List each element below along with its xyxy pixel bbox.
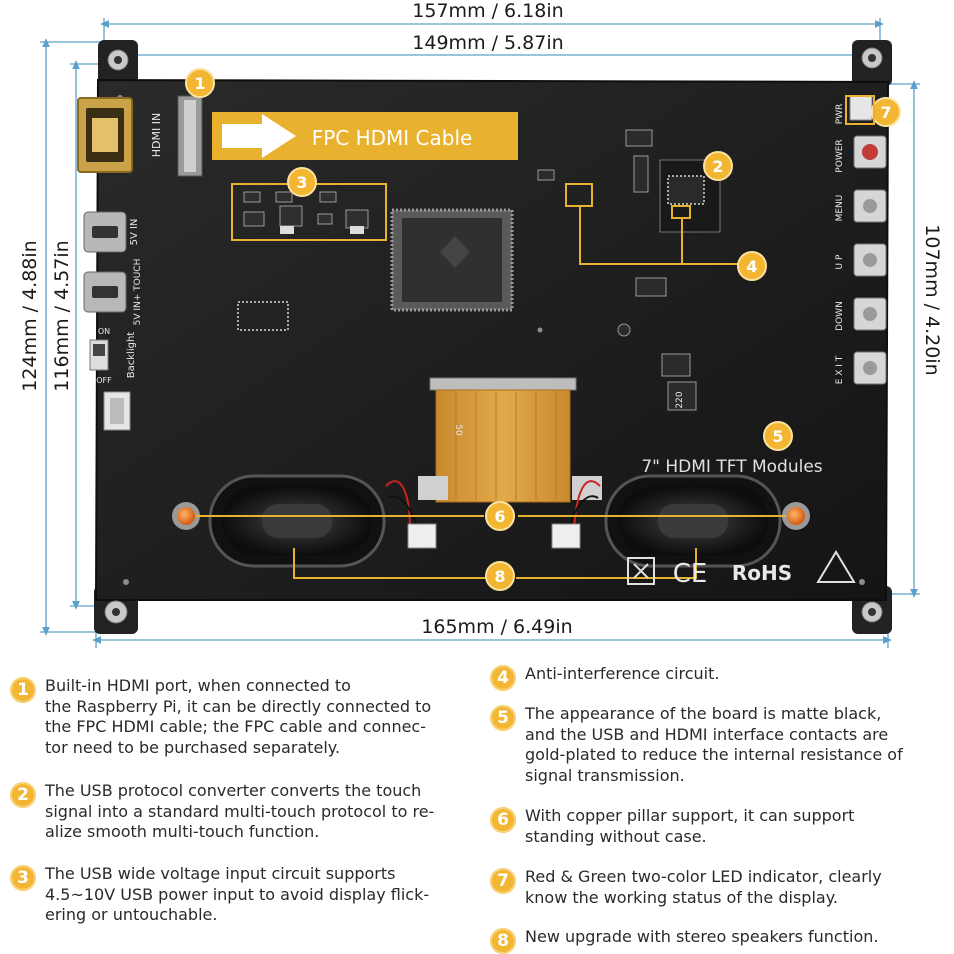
silk-up: U P	[835, 254, 845, 269]
silk-5v-touch: 5V IN+ TOUCH	[133, 259, 143, 326]
legend-text-4: Anti-interference circuit.	[525, 664, 720, 683]
legend-badge-7: 7	[490, 868, 516, 894]
legend-text-2: The USB protocol converter converts the …	[45, 781, 435, 841]
badge-4: 4	[737, 251, 767, 281]
copper-standoffs	[172, 502, 810, 530]
silk-inductor: 220	[675, 391, 685, 408]
svg-text:6: 6	[494, 507, 505, 526]
ce-mark: CE	[673, 559, 708, 589]
silk-hdmi-in: HDMI IN	[150, 113, 163, 157]
legend-badge-3: 3	[10, 865, 36, 891]
silk-down: DOWN	[835, 301, 845, 331]
badge-5: 5	[763, 421, 793, 451]
badge-1: 1	[185, 68, 215, 98]
board-badges: 1 2 3 4 5 6 7 8	[185, 68, 901, 591]
svg-text:1: 1	[194, 74, 205, 93]
dim-bottom: 165mm / 6.49in	[421, 616, 572, 638]
usb-power-circuit	[231, 183, 387, 241]
usb-port-5v	[83, 211, 127, 253]
callout-4-lines	[579, 206, 740, 265]
legend-text-1: Built-in HDMI port, when connected to th…	[45, 676, 432, 757]
legend-item-2: 2 The USB protocol converter converts th…	[10, 781, 470, 843]
dim-left-outer: 124mm / 4.88in	[19, 240, 41, 391]
button-column	[849, 95, 887, 385]
legend-badge-2: 2	[10, 782, 36, 808]
rohs-mark: RoHS	[732, 561, 792, 585]
svg-text:3: 3	[296, 173, 307, 192]
legend-item-5: 5 The appearance of the board is matte b…	[490, 704, 950, 786]
usb-port-touch	[83, 271, 127, 313]
fpc-ribbon-cable	[418, 377, 602, 503]
silk-5v-in: 5V IN	[129, 219, 140, 246]
soic-chip	[237, 301, 289, 331]
callout-6-8-lines	[196, 515, 786, 579]
legend-item-3: 3 The USB wide voltage input circuit sup…	[10, 864, 470, 926]
badge-2: 2	[703, 151, 733, 181]
hdmi-port	[77, 97, 133, 173]
badge-3: 3	[287, 167, 317, 197]
legend-item-1: 1 Built-in HDMI port, when connected to …	[10, 676, 470, 758]
backlight-switch	[89, 339, 109, 371]
main-ic	[390, 208, 514, 312]
speaker-connectors	[407, 523, 581, 549]
badge-7: 7	[871, 97, 901, 127]
dim-right: 107mm / 4.20in	[921, 224, 943, 375]
svg-text:4: 4	[746, 257, 757, 276]
legend-item-4: 4 Anti-interference circuit.	[490, 664, 950, 691]
speaker-right	[604, 474, 782, 568]
dim-top-outer: 157mm / 6.18in	[412, 0, 563, 22]
legend-text-6: With copper pillar support, it can suppo…	[525, 806, 855, 846]
legend-item-6: 6 With copper pillar support, it can sup…	[490, 806, 950, 847]
silk-power: POWER	[835, 139, 845, 172]
legend-text-7: Red & Green two-color LED indicator, cle…	[525, 867, 882, 907]
silk-fifty: 50	[453, 424, 463, 436]
svg-text:7: 7	[880, 103, 891, 122]
fpc-cable-callout	[212, 112, 518, 160]
legend-badge-4: 4	[490, 665, 516, 691]
silk-pwr: PWR	[835, 104, 845, 125]
speaker-left	[208, 474, 386, 568]
fpc-connector	[177, 95, 203, 177]
dim-left-inner: 116mm / 4.57in	[51, 240, 73, 391]
side-connector	[103, 391, 131, 431]
legend-text-5: The appearance of the board is matte bla…	[525, 704, 903, 785]
silk-off: OFF	[96, 376, 112, 385]
legend-item-7: 7 Red & Green two-color LED indicator, c…	[490, 867, 950, 908]
legend-item-8: 8 New upgrade with stereo speakers funct…	[490, 927, 950, 954]
badge-6: 6	[485, 501, 515, 531]
svg-text:8: 8	[494, 567, 505, 586]
legend-badge-6: 6	[490, 807, 516, 833]
module-title: 7" HDMI TFT Modules	[641, 457, 822, 477]
certification-logos	[627, 550, 856, 585]
led-highlight	[845, 95, 875, 125]
fpc-cable-label: FPC HDMI Cable	[312, 126, 473, 150]
silk-exit: E X I T	[835, 355, 845, 384]
badge-8: 8	[485, 561, 515, 591]
silk-menu: MENU	[835, 195, 845, 222]
legend-badge-8: 8	[490, 928, 516, 954]
legend-badge-5: 5	[490, 705, 516, 731]
misc-components	[537, 129, 697, 411]
legend-text-8: New upgrade with stereo speakers functio…	[525, 927, 879, 946]
feature-legend: 1 Built-in HDMI port, when connected to …	[0, 660, 954, 954]
svg-text:2: 2	[712, 157, 723, 176]
dim-top-inner: 149mm / 5.87in	[412, 32, 563, 54]
silk-on: ON	[98, 327, 110, 336]
silk-backlight: Backlight	[126, 332, 137, 379]
svg-text:5: 5	[772, 427, 783, 446]
legend-text-3: The USB wide voltage input circuit suppo…	[45, 864, 430, 924]
legend-badge-1: 1	[10, 677, 36, 703]
